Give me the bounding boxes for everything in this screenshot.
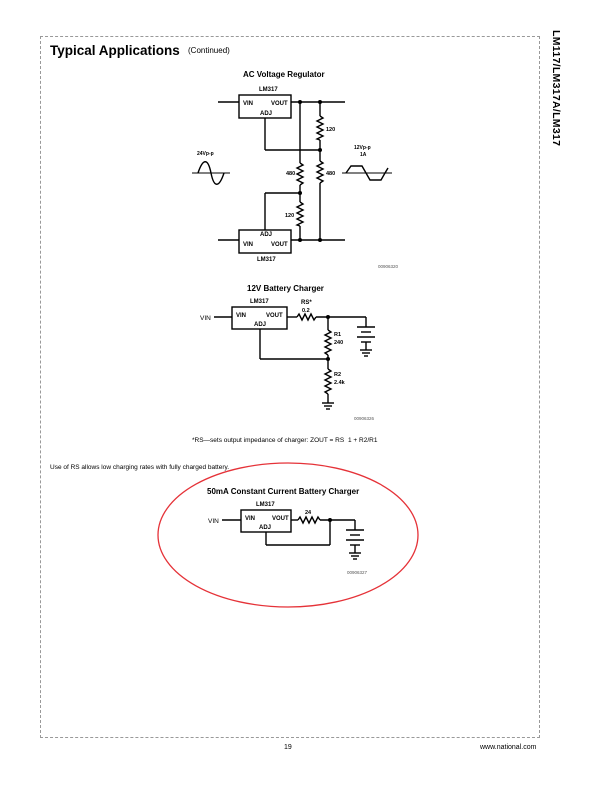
ac-top-ic-vout: VOUT xyxy=(271,101,288,107)
bc12-r2-resistor xyxy=(323,368,333,395)
cc-ic-vout: VOUT xyxy=(272,516,289,522)
bc12-rs-label: RS* xyxy=(301,300,312,306)
bc12-rs-resistor xyxy=(296,312,317,322)
ac-regulator-title: AC Voltage Regulator xyxy=(243,70,325,79)
ac-r-mid-right xyxy=(315,160,325,184)
bc12-r1-label: R1 xyxy=(334,332,341,338)
cc-ic-name: LM317 xyxy=(256,502,275,508)
ac-top-ic-name: LM317 xyxy=(259,87,278,93)
bc12-rs-value: 0.2 xyxy=(302,308,310,314)
ac-r-mid-right-label: 480 xyxy=(326,171,335,177)
ac-bottom-ic-adj: ADJ xyxy=(260,232,272,238)
rs-formula-note: *RS—sets output impedance of charger: ZO… xyxy=(192,437,345,444)
cc-vin-label: VIN xyxy=(208,518,219,525)
battery-charger-12v-code: 00906326 xyxy=(354,416,375,421)
constant-current-code: 00906327 xyxy=(347,570,368,575)
bc12-ic-vin: VIN xyxy=(236,313,246,319)
cc-ground-icon xyxy=(349,552,361,560)
ac-bottom-ic-vout: VOUT xyxy=(271,242,288,248)
ac-r-bottom xyxy=(295,201,305,227)
ac-input-sine-icon xyxy=(197,161,225,185)
page-number: 19 xyxy=(284,744,292,751)
rs-formula-fraction: 1 + R2/R1 xyxy=(348,437,378,444)
bc12-r2-value: 2.4k xyxy=(334,380,346,386)
bc12-r2-label: R2 xyxy=(334,372,341,378)
section-heading: Typical Applications xyxy=(50,43,180,58)
ac-regulator-code: 00906320 xyxy=(378,264,399,269)
section-heading-continued: (Continued) xyxy=(188,46,230,55)
cc-ic-vin: VIN xyxy=(245,516,255,522)
ac-r-top xyxy=(315,115,325,141)
ac-output-label-1: 12Vp-p xyxy=(354,145,371,151)
ac-r-bottom-label: 120 xyxy=(285,213,294,219)
cc-battery-icon xyxy=(346,529,364,546)
ac-bottom-ic-name: LM317 xyxy=(257,257,276,263)
bc12-ic-vout: VOUT xyxy=(266,313,283,319)
constant-current-title: 50mA Constant Current Battery Charger xyxy=(207,487,360,496)
ac-top-ic-adj: ADJ xyxy=(260,111,272,117)
ac-output-label-2: 1A xyxy=(360,152,367,158)
charging-note: Use of RS allows low charging rates with… xyxy=(50,464,230,471)
ac-r-mid-left xyxy=(295,162,305,186)
bc12-ic-adj: ADJ xyxy=(254,322,266,328)
battery-charger-12v-title: 12V Battery Charger xyxy=(247,284,324,293)
bc12-vin-label: VIN xyxy=(200,315,211,322)
bc12-r1-value: 240 xyxy=(334,340,343,346)
bc12-battery-icon xyxy=(357,326,375,343)
highlight-ellipse xyxy=(157,462,419,608)
ac-top-ic-vin: VIN xyxy=(243,101,253,107)
website: www.national.com xyxy=(480,744,537,751)
ac-bottom-ic-vin: VIN xyxy=(243,242,253,248)
bc12-ic-name: LM317 xyxy=(250,299,269,305)
cc-resistor-value: 24 xyxy=(305,510,312,516)
cc-resistor xyxy=(297,515,321,525)
bc12-ground-icon xyxy=(322,402,334,410)
ac-r-mid-left-label: 480 xyxy=(286,171,295,177)
ac-output-clipped-wave-icon xyxy=(345,165,389,181)
cc-ic-adj: ADJ xyxy=(259,525,271,531)
ac-input-label: 24Vp-p xyxy=(197,151,214,157)
side-title: LM117/LM317A/LM317 xyxy=(550,30,562,147)
page-frame xyxy=(40,36,540,738)
bc12-battery-ground-icon xyxy=(360,349,372,357)
ac-r-top-label: 120 xyxy=(326,127,335,133)
bc12-r1-resistor xyxy=(323,329,333,356)
